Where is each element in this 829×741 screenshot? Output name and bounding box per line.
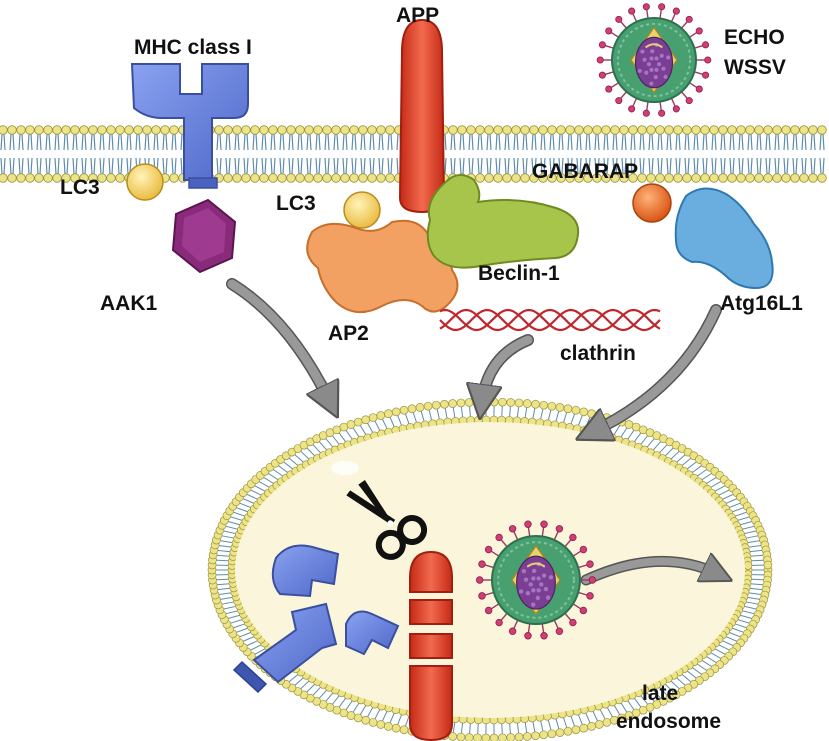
scissors-icon	[346, 480, 428, 560]
clathrin-filament	[439, 308, 661, 332]
lc3-protein-middle	[343, 191, 381, 229]
mhc-class-i-receptor	[130, 63, 249, 189]
curved-arrow-icon-middle	[482, 335, 533, 402]
exit-arrow-icon	[582, 561, 718, 584]
virus-in-endosome	[475, 520, 597, 640]
echo-wssv-virus	[596, 3, 712, 117]
atg16l1-protein	[674, 187, 774, 290]
curved-arrow-icon-left	[227, 279, 330, 402]
label-endosome: endosome	[616, 710, 721, 733]
label-gabarap: GABARAP	[532, 160, 638, 183]
app-protein	[398, 18, 446, 214]
ap2-protein	[306, 219, 459, 313]
curved-arrow-icon-right	[592, 305, 721, 432]
label-late: late	[642, 682, 678, 705]
label-lc3-left: LC3	[60, 176, 100, 199]
label-ap2: AP2	[328, 322, 369, 345]
curved-arrow-icon-left-outline	[226, 278, 336, 408]
curved-arrow-icon-right-outline	[586, 304, 722, 438]
gabarap-protein	[632, 183, 672, 223]
label-mhc-class-i: MHC class I	[134, 36, 252, 59]
degraded-app-fragments	[409, 550, 453, 741]
label-wssv: WSSV	[724, 56, 786, 79]
degraded-mhc-fragment-stem	[232, 602, 338, 694]
aak1-protein	[171, 198, 237, 274]
label-app: APP	[396, 4, 439, 27]
label-lc3-middle: LC3	[276, 192, 316, 215]
label-echo: ECHO	[724, 26, 785, 49]
beclin-1-protein	[426, 174, 580, 269]
endosome-highlight	[331, 461, 359, 475]
label-aak1: AAK1	[100, 292, 157, 315]
label-beclin-1: Beclin-1	[478, 262, 560, 285]
lc3-protein-left	[126, 163, 164, 201]
label-atg16l1: Atg16L1	[720, 292, 803, 315]
label-clathrin: clathrin	[560, 342, 636, 365]
degraded-mhc-fragment-top	[271, 544, 340, 598]
degraded-mhc-fragment-hook	[345, 610, 400, 656]
